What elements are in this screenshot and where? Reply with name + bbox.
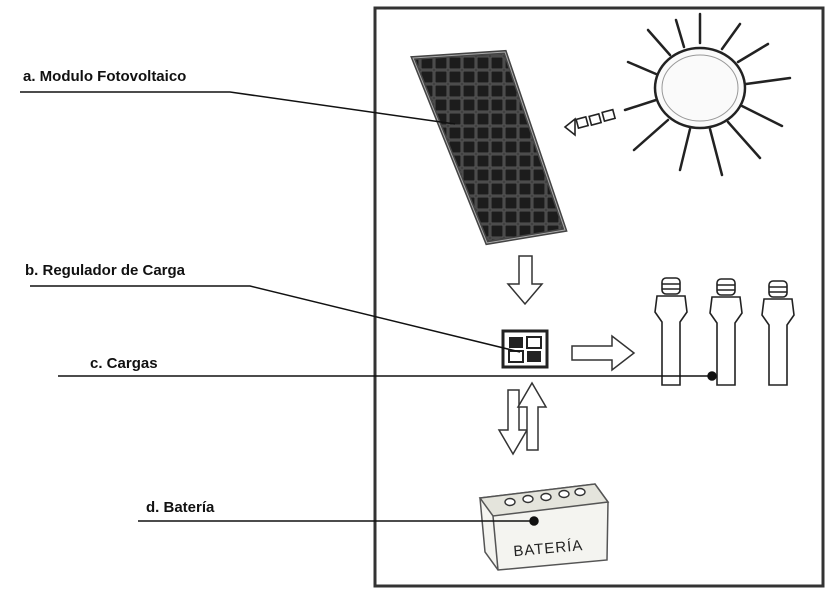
sun-icon [623, 12, 792, 177]
leader-line-modulo [20, 91, 456, 125]
diagram-frame [373, 6, 825, 588]
leader-dot-bateria [529, 516, 539, 526]
light-rays-icon [563, 108, 617, 137]
solar-panel-icon [410, 49, 568, 246]
light-bulb-icon [709, 278, 743, 386]
label-regulador-de-carga: b. Regulador de Carga [25, 262, 186, 279]
label-cargas: c. Cargas [90, 355, 158, 372]
light-bulb-icon [761, 280, 795, 386]
leader-lines [20, 91, 717, 526]
arrow-right-icon [571, 334, 636, 372]
light-bulb-icon [654, 277, 688, 386]
leader-dot-cargas [707, 371, 717, 381]
bidirectional-arrow-icon [497, 381, 548, 456]
label-bateria: d. Batería [146, 499, 215, 516]
battery-icon: BATERÍA [478, 483, 610, 571]
leader-line-regulador [30, 285, 521, 353]
battery-label: BATERÍA [513, 537, 584, 560]
label-modulo-fotovoltaico: a. Modulo Fotovoltaico [23, 68, 186, 85]
arrow-down-icon [506, 255, 544, 306]
